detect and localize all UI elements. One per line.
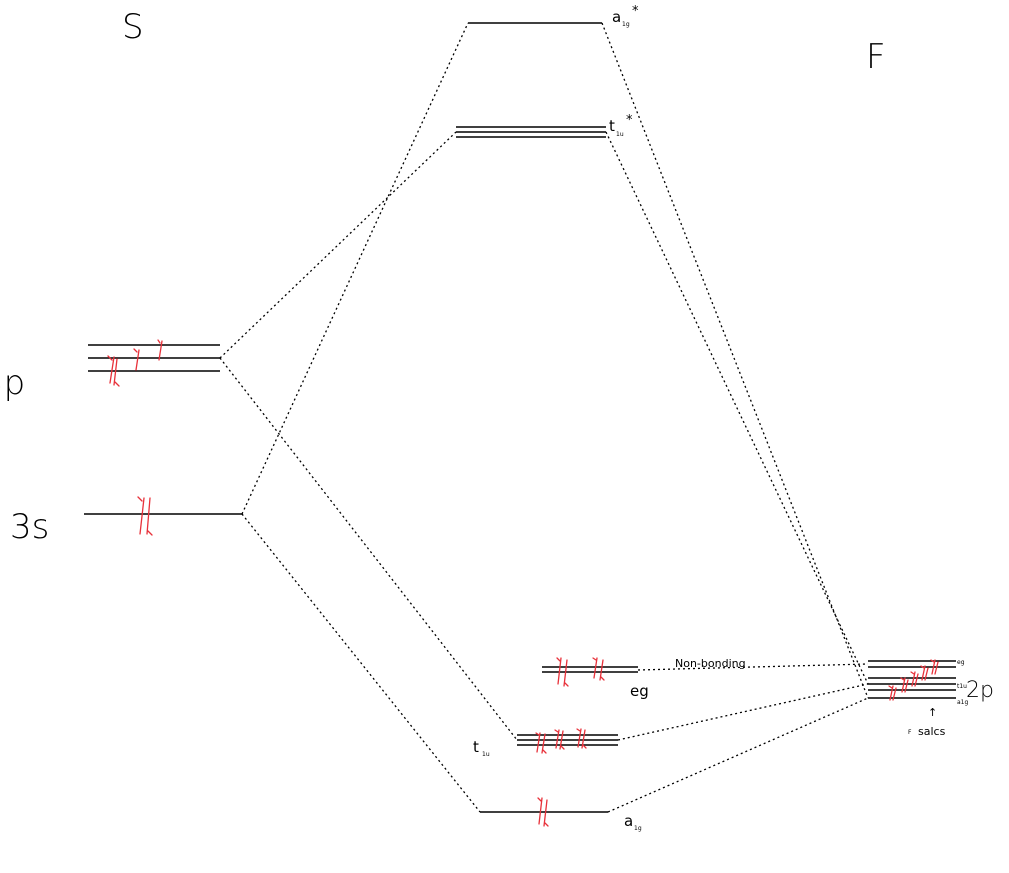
s-3p-electrons [107,339,163,387]
t1u-label: t [473,738,479,756]
a1g-electrons [537,797,549,827]
t1u-star-levels [456,126,606,138]
s-3s-electrons [137,496,153,536]
t1u-star-label: t [609,117,615,135]
a1g-star-sub: 1g [622,21,630,28]
salc-note: salcs [918,725,946,738]
eg-levels [542,666,638,673]
f-salc-levels [868,660,956,699]
f-2p-label: 2p [966,678,994,703]
salc-a1g-label: a1g [957,699,968,706]
nonbonding-label: Non-bonding [675,657,746,670]
t1u-levels [517,734,618,746]
t1u-star-sup: * [626,113,633,128]
a1g-sub: 1g [634,825,642,832]
eg-label: eg [630,682,649,700]
salc-t1u-label: t1u [957,683,967,690]
s-3s-label: 3s [10,507,49,547]
right-atom-label: F [866,37,886,77]
left-atom-label: S [122,7,144,47]
salc-arrow: ↑ [928,706,937,719]
salc-eg-label: eg [957,659,965,666]
a1g-star-sup: * [632,4,639,19]
correlation-lines [219,22,869,813]
a1g-label: a [624,812,633,830]
s-3p-levels [88,344,220,372]
a1g-star-label: a [612,8,621,26]
eg-electrons [556,657,605,687]
salc-note-prefix: F [908,729,912,736]
t1u-electrons [535,728,587,754]
f-salc-electrons [888,659,939,701]
s-3p-label: 3p [0,363,25,403]
t1u-sub: 1u [482,751,490,758]
t1u-star-sub: 1u [616,131,624,138]
